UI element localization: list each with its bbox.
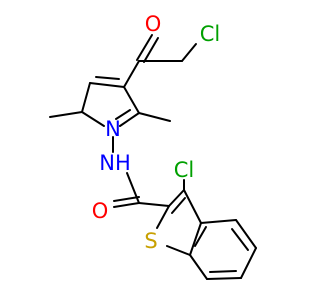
atom-labels: O Cl N NH O Cl S [92, 12, 221, 253]
atom-label-amide-nh: NH [99, 151, 131, 175]
atom-label-ketone-oxygen: O [145, 12, 162, 36]
atom-label-thiophene-sulfur: S [144, 229, 157, 253]
atom-label-amide-oxygen: O [92, 199, 109, 223]
atom-label-pyrrole-nitrogen: N [105, 117, 121, 141]
chemical-structure: O Cl N NH O Cl S [49, 12, 257, 280]
bond-lines [49, 34, 257, 280]
atom-label-benzothiophene-chlorine: Cl [174, 158, 195, 182]
atom-label-chloroacetyl-chlorine: Cl [200, 22, 221, 46]
